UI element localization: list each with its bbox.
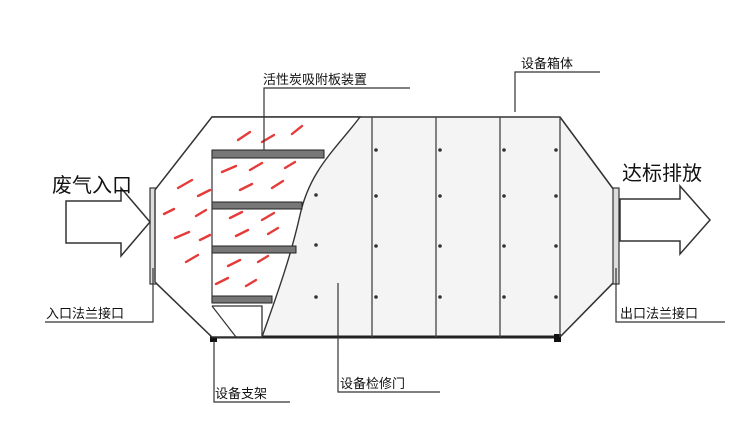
carbon-plate [211, 295, 273, 304]
leader-lines [45, 71, 725, 403]
cutaway-outline [154, 116, 362, 338]
label-outlet: 达标排放 [622, 161, 702, 185]
panel-bolts [314, 148, 558, 299]
gas-flow-arrows [162, 124, 304, 288]
label-inlet: 废气入口 [52, 173, 132, 197]
carbon-plate [211, 149, 325, 159]
carbon-plate [211, 245, 297, 254]
leader-adsorption-plate [263, 87, 410, 150]
internal-diagonal [211, 305, 237, 338]
internal-box [212, 305, 263, 337]
access-door-panels [314, 117, 561, 337]
leader-inlet-flange [45, 268, 154, 323]
inlet-arrow [65, 185, 151, 259]
carbon-plate [211, 201, 303, 210]
support-foot-right [554, 334, 561, 342]
support-foot-left [210, 334, 217, 342]
outlet-arrow [619, 184, 712, 256]
label-outlet-flange: 出口法兰接口 [620, 306, 698, 322]
leader-outlet-flange [615, 268, 725, 323]
leader-housing [514, 71, 600, 112]
label-adsorption-plate: 活性炭吸附板装置 [263, 73, 367, 88]
leader-support [213, 341, 290, 403]
label-housing: 设备箱体 [521, 56, 573, 72]
label-access-door: 设备检修门 [340, 376, 405, 392]
cutaway-interior [154, 116, 362, 338]
carbon-plates [211, 149, 325, 304]
leader-access-door [337, 283, 440, 393]
label-support: 设备支架 [215, 386, 267, 402]
label-inlet-flange: 入口法兰接口 [46, 306, 124, 322]
